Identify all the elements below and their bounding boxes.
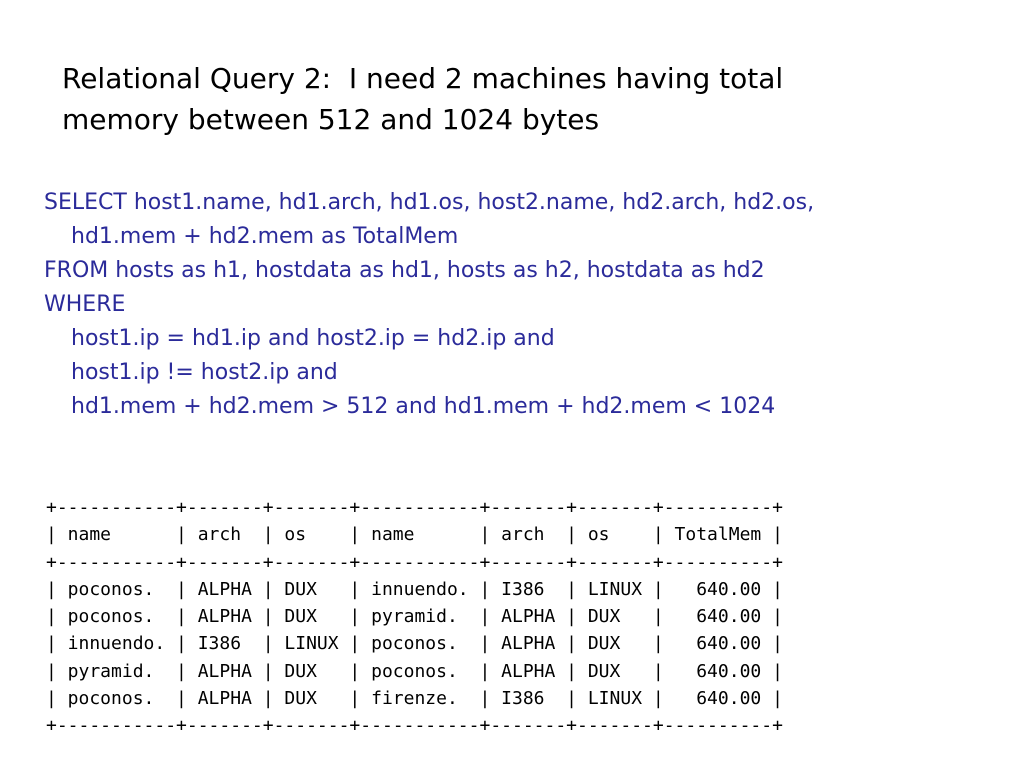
result-header-border: +-----------+-------+-------+-----------… (46, 551, 783, 573)
sql-line-condition-3: hd1.mem + hd2.mem > 512 and hd1.mem + hd… (71, 394, 776, 419)
sql-line-select-continued: hd1.mem + hd2.mem as TotalMem (71, 224, 459, 249)
table-row: | poconos. | ALPHA | DUX | pyramid. | AL… (46, 606, 783, 628)
table-row: | poconos. | ALPHA | DUX | firenze. | I3… (46, 688, 783, 710)
sql-line-condition-1: host1.ip = hd1.ip and host2.ip = hd2.ip … (71, 326, 555, 351)
slide-title: Relational Query 2: I need 2 machines ha… (62, 58, 962, 140)
slide-title-line-2: memory between 512 and 1024 bytes (62, 103, 600, 136)
table-row: | innuendo. | I386 | LINUX | poconos. | … (46, 633, 783, 655)
sql-query: SELECT host1.name, hd1.arch, hd1.os, hos… (44, 186, 1004, 424)
slide-title-line-1: Relational Query 2: I need 2 machines ha… (62, 62, 784, 95)
result-header-row: | name | arch | os | name | arch | os | … (46, 524, 783, 546)
result-bottom-border: +-----------+-------+-------+-----------… (46, 715, 783, 737)
sql-line-from: FROM hosts as h1, hostdata as hd1, hosts… (44, 258, 765, 283)
sql-line-condition-2: host1.ip != host2.ip and (71, 360, 338, 385)
table-row: | poconos. | ALPHA | DUX | innuendo. | I… (46, 578, 783, 600)
query-result-table: +-----------+-------+-------+-----------… (46, 494, 986, 740)
sql-line-select: SELECT host1.name, hd1.arch, hd1.os, hos… (44, 190, 815, 215)
result-top-border: +-----------+-------+-------+-----------… (46, 497, 783, 518)
table-row: | pyramid. | ALPHA | DUX | poconos. | AL… (46, 660, 783, 682)
sql-line-where: WHERE (44, 292, 126, 317)
